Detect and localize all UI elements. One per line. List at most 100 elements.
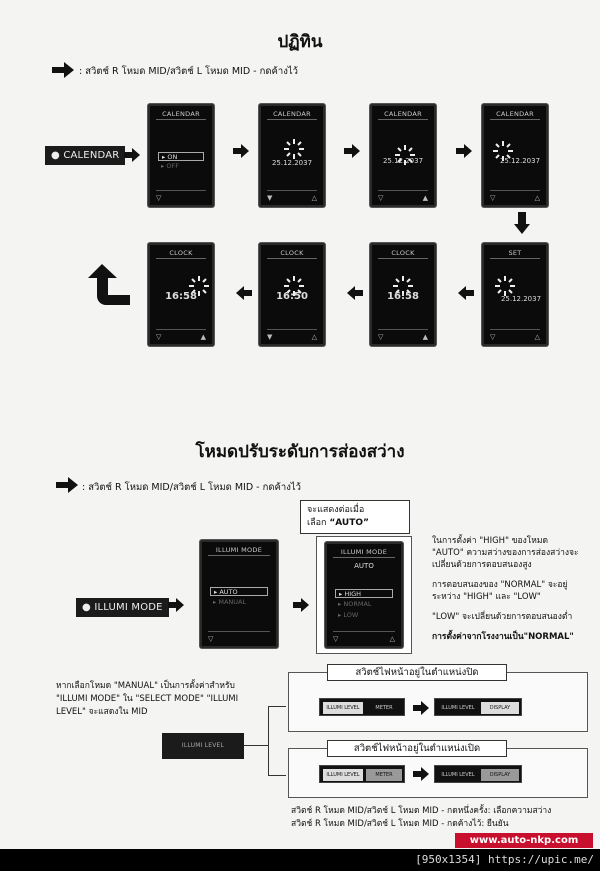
strip-level-meter: ILLUMI LEVEL METER — [319, 698, 405, 716]
screen-time: 16:58 — [387, 291, 419, 302]
calendar-section-title: ปฏิทิน — [277, 32, 323, 52]
blink-indicator-icon — [284, 139, 304, 159]
up-triangle-icon: ▲ — [200, 333, 206, 341]
arrow-right-icon — [344, 144, 360, 158]
illumi-start-text: ILLUMI MODE — [94, 602, 163, 613]
site-logo: www.auto-nkp.com — [455, 833, 593, 848]
strip-level-text: ILLUMI LEVEL — [323, 769, 363, 781]
blink-indicator-icon — [284, 276, 304, 296]
illumi-start-label: ● ILLUMI MODE — [76, 598, 169, 617]
calendar-screen-2: CALENDAR 25.12.2037 ▼ △ — [259, 104, 325, 207]
image-info-bar: [950x1354] https://upic.me/ — [0, 849, 600, 871]
blink-indicator-icon — [495, 276, 515, 296]
screen-header: ILLUMI MODE — [215, 546, 263, 554]
screen-date: 25.12.2037 — [500, 295, 542, 303]
calendar-instruction: : สวิตช์ R โหมด MID/สวิตช์ L โหมด MID - … — [79, 66, 298, 77]
illumi-level-label: ILLUMI LEVEL — [162, 733, 244, 759]
instruction-arrow-icon — [56, 477, 78, 493]
strip-level-display-on: ILLUMI LEVEL DISPLAY — [434, 765, 522, 783]
arrow-left-icon — [347, 286, 363, 300]
auto-notes: ในการตั้งค่า "HIGH" ของโหมด "AUTO" ความส… — [432, 535, 579, 643]
arrow-right-icon — [168, 598, 184, 612]
blink-indicator-icon — [493, 141, 513, 161]
note-line: LEVEL" จะแสดงใน MID — [56, 707, 148, 717]
note-line: "ILLUMI MODE" ใน "SELECT MODE" "ILLUMI — [56, 694, 239, 704]
auto-callout: จะแสดงต่อเมื่อ เลือก “AUTO” — [300, 500, 410, 534]
screen-option-off: ▸ OFF — [161, 162, 179, 170]
arrow-right-icon — [124, 148, 140, 162]
screen-date: 25.12.2037 — [382, 157, 424, 165]
up-triangle-icon: △ — [534, 194, 540, 202]
calendar-screen-1: CALENDAR ▸ ON ▸ OFF ▽ — [148, 104, 214, 207]
arrow-down-icon — [514, 212, 530, 234]
down-triangle-icon: ▽ — [378, 333, 384, 341]
up-triangle-icon: △ — [311, 333, 317, 341]
callout-auto: “AUTO” — [329, 518, 369, 528]
footer-instruction-2: สวิตช์ R โหมด MID/สวิตช์ L โหมด MID - กด… — [291, 819, 509, 829]
screen-header: CALENDAR — [384, 110, 422, 118]
screen-time: 16:58 — [165, 291, 197, 302]
clock-screen-1: SET 25.12.2037 ▽ △ — [482, 243, 548, 346]
strip-level-display: ILLUMI LEVEL DISPLAY — [434, 698, 522, 716]
down-triangle-icon: ▽ — [490, 333, 496, 341]
note-line: "AUTO" ความสว่างของการส่องสว่างจะ — [432, 548, 579, 558]
headlight-off-title: สวิตช์ไฟหน้าอยู่ในตำแหน่งปิด — [327, 664, 507, 681]
calendar-start-label: ● CALENDAR — [45, 146, 126, 165]
down-triangle-icon: ▽ — [156, 194, 162, 202]
blink-indicator-icon — [395, 145, 415, 165]
screen-header: CALENDAR — [162, 110, 200, 118]
up-triangle-icon: ▲ — [422, 194, 428, 202]
screen-option-normal: ▸ NORMAL — [338, 600, 372, 608]
instruction-arrow-icon — [52, 62, 74, 78]
strip-level-text: ILLUMI LEVEL — [323, 702, 363, 714]
screen-option-manual: ▸ MANUAL — [213, 598, 247, 606]
screen-option-on: ▸ ON — [158, 152, 204, 161]
arrow-right-icon — [456, 144, 472, 158]
footer-instruction-1: สวิตช์ R โหมด MID/สวิตช์ L โหมด MID - กด… — [291, 806, 552, 816]
down-triangle-icon: ▼ — [267, 194, 273, 202]
screen-option-low: ▸ LOW — [338, 611, 359, 619]
screen-date: 25.12.2037 — [499, 157, 541, 165]
headlight-on-title: สวิตช์ไฟหน้าอยู่ในตำแหน่งเปิด — [327, 740, 507, 757]
callout-line-2: เลือก — [307, 518, 330, 528]
up-triangle-icon: △ — [534, 333, 540, 341]
calendar-screen-3: CALENDAR 25.12.2037 ▽ ▲ — [370, 104, 436, 207]
clock-screen-4: CLOCK 16:58 ▽ ▲ — [148, 243, 214, 346]
illumi-mode-screen: ILLUMI MODE ▸ AUTO ▸ MANUAL ▽ — [200, 540, 278, 648]
screen-header: CLOCK — [391, 249, 415, 257]
arrow-left-icon — [458, 286, 474, 300]
arrow-right-icon — [293, 598, 309, 612]
screen-header: ILLUMI MODE — [340, 548, 388, 556]
callout-line-1: จะแสดงต่อเมื่อ — [307, 505, 365, 515]
illumi-instruction: : สวิตช์ R โหมด MID/สวิตช์ L โหมด MID - … — [82, 482, 301, 493]
clock-screen-2: CLOCK 16:58 ▽ ▲ — [370, 243, 436, 346]
return-arrow-icon — [88, 264, 130, 305]
screen-header: CALENDAR — [273, 110, 311, 118]
down-triangle-icon: ▼ — [267, 333, 273, 341]
screen-header: CLOCK — [169, 249, 193, 257]
auto-level-screen: ILLUMI MODE AUTO ▸ HIGH ▸ NORMAL ▸ LOW ▽… — [325, 542, 403, 648]
note-line: การตอบสนองของ "NORMAL" จะอยู่ — [432, 580, 568, 590]
screen-mode: AUTO — [354, 562, 374, 570]
strip-level-text: ILLUMI LEVEL — [441, 705, 475, 711]
manual-note: หากเลือกโหมด "MANUAL" เป็นการตั้งค่าสำหร… — [56, 680, 238, 719]
down-triangle-icon: ▽ — [208, 635, 214, 643]
strip-meter-text: METER — [366, 769, 402, 781]
blink-indicator-icon — [393, 276, 413, 296]
arrow-right-icon — [233, 144, 249, 158]
illumi-section-title: โหมดปรับระดับการส่องสว่าง — [195, 442, 405, 462]
screen-time: 16:50 — [276, 291, 308, 302]
arrow-left-icon — [236, 286, 252, 300]
screen-header: CLOCK — [280, 249, 304, 257]
screen-header: SET — [508, 249, 522, 257]
screen-option-auto: ▸ AUTO — [210, 587, 268, 596]
strip-display-text: DISPLAY — [481, 769, 519, 781]
down-triangle-icon: ▽ — [378, 194, 384, 202]
strip-display-text: DISPLAY — [481, 702, 519, 714]
clock-screen-3: CLOCK 16:50 ▼ △ — [259, 243, 325, 346]
arrow-right-icon — [413, 767, 429, 781]
down-triangle-icon: ▽ — [333, 635, 339, 643]
strip-meter-text: METER — [375, 705, 393, 711]
down-triangle-icon: ▽ — [490, 194, 496, 202]
note-line: "LOW" จะเปลี่ยนด้วยการตอบสนองต่ำ — [432, 612, 573, 622]
